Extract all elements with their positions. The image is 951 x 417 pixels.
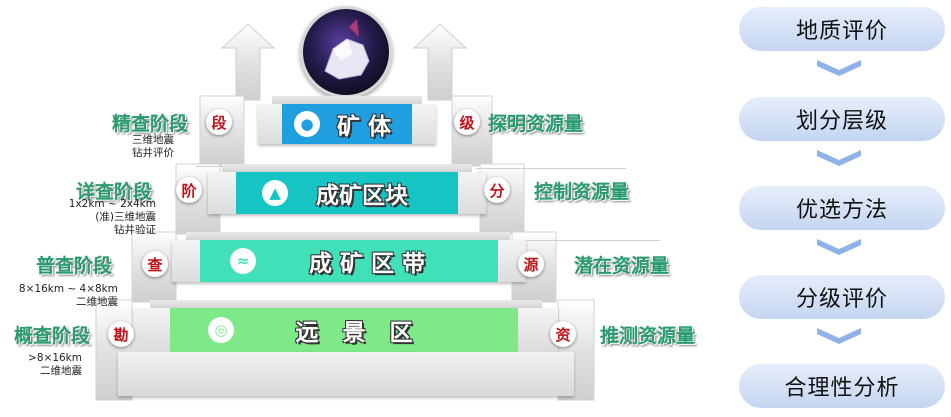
step-top [150, 300, 542, 308]
stage-notes: 1x2km ~ 2x4km(准)三维地震钻井验证 [68, 198, 156, 236]
divider [510, 240, 660, 241]
divider [196, 166, 226, 167]
flow-geologic-evaluation: 地质评价 [739, 7, 945, 51]
resource-potential: 潜在资源量 [574, 255, 670, 277]
right-up-arrow [412, 23, 468, 101]
pyramid-base [118, 352, 574, 396]
crystal-icon [324, 19, 370, 80]
resource-proved: 探明资源量 [488, 113, 584, 135]
step-top [272, 96, 422, 104]
stage-general-survey: 普查阶段 [36, 255, 113, 277]
badge-resource-4: 资 [550, 321, 576, 347]
location-pin-icon: ◎ [208, 317, 234, 343]
mineral-photo [300, 6, 392, 98]
left-up-arrow [220, 23, 276, 101]
step-top [222, 164, 472, 172]
flow-graded-evaluation: 分级评价 [739, 275, 945, 319]
badge-resource-1: 级 [454, 109, 480, 135]
stage-reconnaissance: 概查阶段 [14, 325, 91, 347]
badge-resource-2: 分 [484, 177, 510, 203]
flow-level-division: 划分层级 [739, 97, 945, 141]
flow-method-selection: 优选方法 [739, 186, 945, 230]
resource-inferred: 推测资源量 [600, 325, 696, 347]
band-ore-body: ● 矿 体 [282, 104, 412, 144]
derrick-icon: ▲ [262, 180, 288, 206]
badge-stage-4: 勘 [108, 321, 134, 347]
band-prospect-area: ◎ 远 景 区 [170, 308, 518, 352]
stage-notes: 三维地震钻井评价 [132, 134, 174, 159]
stage-detailed-exploration: 精查阶段 [112, 113, 189, 135]
cookie-icon: ● [294, 111, 320, 137]
chevron-down-icon [817, 60, 861, 76]
divider [476, 168, 626, 169]
chevron-down-icon [817, 239, 861, 255]
badge-stage-1: 段 [206, 109, 232, 135]
stage-fine-survey: 详查阶段 [76, 181, 153, 203]
badge-resource-3: 源 [518, 251, 544, 277]
badge-stage-2: 阶 [176, 177, 202, 203]
band-ore-belt: ≈ 成 矿 区 带 [200, 240, 498, 282]
step-top [186, 232, 510, 240]
band-ore-block: ▲ 成矿区块 [236, 172, 458, 214]
badge-stage-3: 查 [142, 251, 168, 277]
chevron-down-icon [817, 328, 861, 344]
wave-icon: ≈ [230, 248, 256, 274]
resource-controlled: 控制资源量 [534, 181, 630, 203]
flow-rationality-analysis: 合理性分析 [739, 364, 945, 408]
chevron-down-icon [817, 150, 861, 166]
